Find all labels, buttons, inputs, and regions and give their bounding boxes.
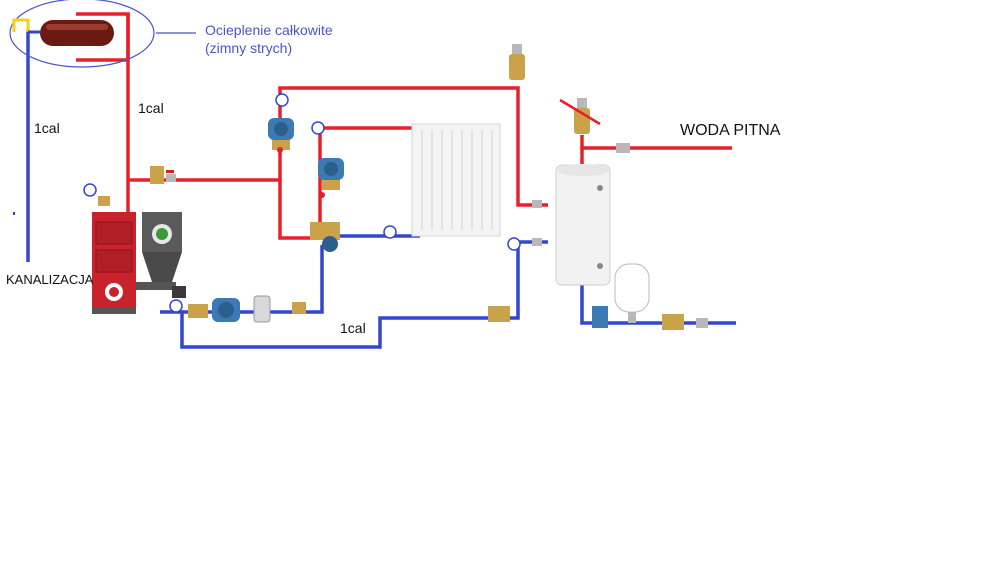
pipe-size-label-red: 1cal bbox=[138, 100, 164, 116]
ball-valve-cold bbox=[696, 318, 708, 328]
insulation-label-line1: Ocieplenie całkowite bbox=[205, 22, 333, 38]
pipe-size-label-blue: 1cal bbox=[34, 120, 60, 136]
gauge-cylinder-return bbox=[507, 237, 521, 251]
ball-valve-cyl-1 bbox=[532, 200, 542, 208]
pump-return-line bbox=[182, 245, 324, 314]
ball-valve-hot bbox=[616, 143, 630, 153]
boiler-base bbox=[92, 308, 136, 314]
air-vent-top bbox=[509, 44, 525, 80]
radiator bbox=[411, 123, 501, 237]
dirt-separator bbox=[253, 295, 271, 323]
pump-upper bbox=[268, 118, 294, 150]
fittings bbox=[150, 44, 708, 330]
feeder-auger bbox=[136, 282, 176, 290]
boiler-door-top bbox=[95, 221, 133, 245]
insulation-ellipse bbox=[9, 0, 155, 68]
insulation-label-line2: (zimny strych) bbox=[205, 40, 293, 56]
boiler-valve bbox=[98, 196, 110, 206]
gauge-radiator-return bbox=[383, 225, 397, 239]
pump-middle bbox=[318, 158, 344, 190]
drain-label: KANALIZACJA bbox=[6, 272, 94, 287]
mixing-valve bbox=[310, 222, 340, 252]
boiler-door-mid bbox=[95, 249, 133, 273]
boiler-gauge bbox=[83, 183, 97, 197]
air-vent-cylinder bbox=[559, 98, 601, 134]
drinking-water-label: WODA PITNA bbox=[680, 122, 781, 139]
membrane-vessel bbox=[614, 263, 650, 323]
check-valve-2 bbox=[319, 192, 325, 198]
pipe-size-label-return: 1cal bbox=[340, 320, 366, 336]
tank-highlight bbox=[46, 24, 108, 30]
gauge-lower bbox=[169, 299, 183, 313]
tank-vent-yellow bbox=[12, 18, 30, 32]
feeder-motor bbox=[172, 286, 186, 298]
safety-group bbox=[592, 306, 608, 328]
hot-water-out bbox=[580, 146, 732, 165]
cylinder-cold-feed bbox=[580, 285, 736, 325]
boiler bbox=[83, 183, 186, 314]
reducer-valve bbox=[662, 314, 684, 330]
boiler-outlet bbox=[128, 178, 320, 240]
gauge-upper-1 bbox=[275, 93, 289, 107]
open-expansion-tank bbox=[9, 0, 155, 68]
ball-valve-boiler bbox=[166, 174, 176, 182]
hot-water-cylinder bbox=[555, 164, 611, 286]
main-return-loop bbox=[160, 250, 520, 349]
lower-valve bbox=[292, 302, 306, 314]
ball-valve-cyl-2 bbox=[532, 238, 542, 246]
check-valve-1 bbox=[277, 147, 283, 153]
ball-valve-handle-1 bbox=[166, 170, 174, 173]
supply-pipes bbox=[76, 12, 732, 240]
safety-valve-boiler bbox=[150, 166, 164, 184]
return-fitting bbox=[488, 306, 510, 322]
gauge-upper-2 bbox=[311, 121, 325, 135]
hopper-funnel bbox=[142, 252, 182, 282]
lower-fitting-1 bbox=[188, 304, 208, 318]
vent-strike bbox=[559, 98, 601, 126]
pump-lower bbox=[212, 298, 240, 322]
tank-body bbox=[40, 20, 114, 46]
